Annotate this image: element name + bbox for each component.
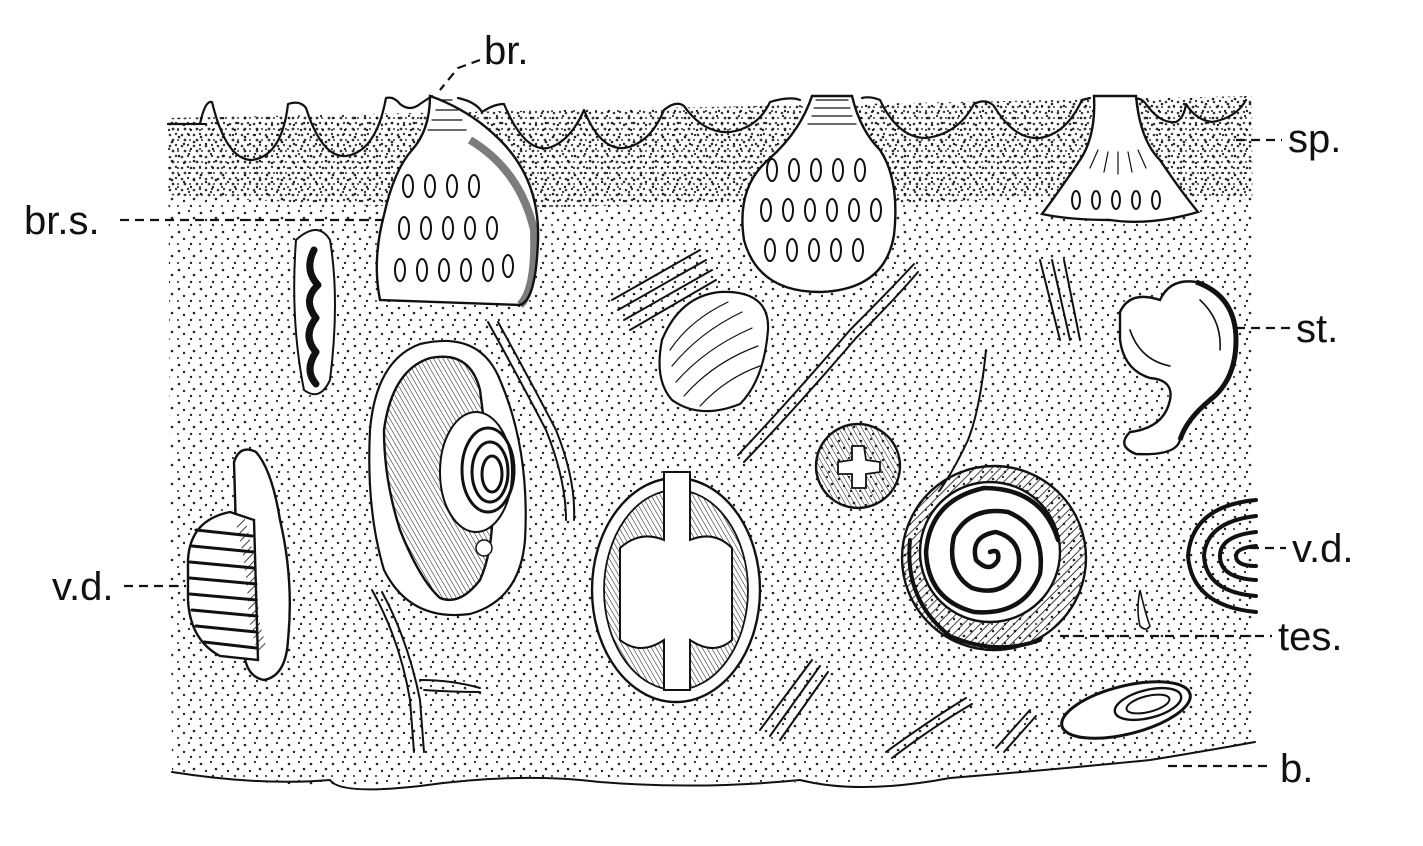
flask-organ-middle [741,94,897,294]
slender-tubules [371,249,1081,759]
label-st: st. [1296,307,1338,351]
hook-structure [1118,279,1239,456]
label-b: b. [1280,747,1313,791]
label-vd-left: v.d. [52,565,114,609]
label-br: br. [484,29,528,73]
flask-organ-left [375,94,540,308]
leader-br [439,58,481,91]
basal-membrane-line [171,741,1256,791]
vas-deferens-coil-right [1186,498,1258,614]
droplet [1137,589,1151,630]
testis-spiral [900,464,1088,652]
label-tes: tes. [1278,615,1342,659]
eye-oval [1060,680,1192,740]
label-br-s: br.s. [24,199,100,243]
vas-deferens-coil-left [186,448,291,682]
labels: br. br.s. sp. st. v.d. v.d. tes. b. [24,29,1354,791]
segmented-oval [590,471,762,704]
label-sp: sp. [1288,117,1341,161]
flask-organ-right [1039,94,1201,223]
shelled-organ-with-spiral [368,339,527,617]
beaded-tubule [293,229,336,396]
flask-organ-right-nuclei [1071,190,1161,210]
leader-lines [120,58,1290,768]
flask-organ-left-nuclei [394,174,514,282]
flask-organ-middle-nuclei [760,158,882,262]
surface-scallops [166,94,1248,162]
rosette-disc [814,422,902,510]
ovoid-body [658,290,770,413]
label-vd-right: v.d. [1292,527,1354,571]
